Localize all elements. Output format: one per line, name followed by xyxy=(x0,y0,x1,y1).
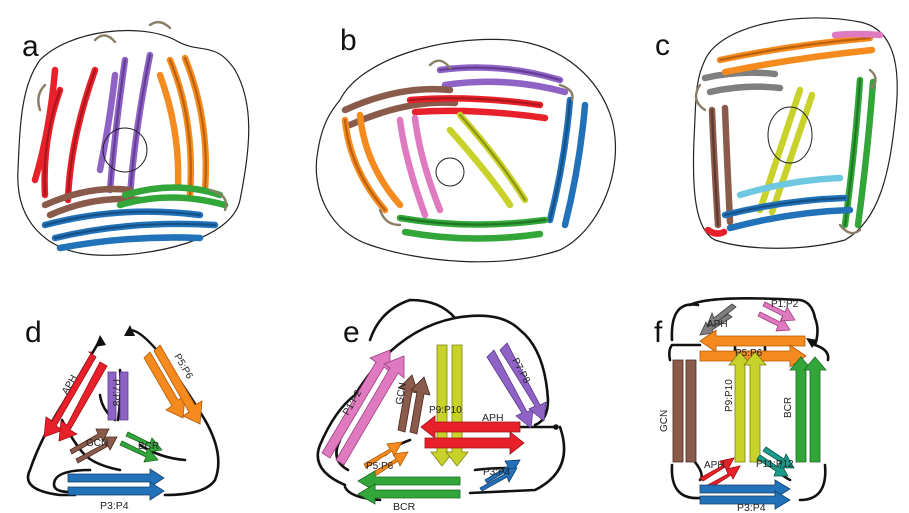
panel-letter-e: e xyxy=(343,316,360,349)
arrow-aph-e xyxy=(421,416,520,438)
panel-letter-d: d xyxy=(25,316,42,349)
panel-d: d APH P7:P8 P5:P6 xyxy=(25,316,218,512)
panel-b: b xyxy=(316,24,615,262)
panel-f: f xyxy=(654,298,828,513)
panel-letter-f: f xyxy=(654,316,663,349)
label-aph-e: APH xyxy=(482,412,504,424)
panel-letter-a: a xyxy=(22,30,39,63)
panel-e: e xyxy=(318,300,564,513)
label-p11p12-f: P11:P12 xyxy=(756,459,794,470)
panel-letter-b: b xyxy=(340,24,357,57)
label-p9p10-f: P9:P10 xyxy=(724,379,735,412)
panel-a: a xyxy=(18,22,249,255)
label-p7p8-d: P7:P8 xyxy=(110,379,121,407)
arrow-p9p10-f-2 xyxy=(744,352,766,462)
label-p3p4-f: P3:P4 xyxy=(737,502,766,513)
label-gcn-d: GCN xyxy=(86,438,108,449)
panel-f-arrows xyxy=(673,302,826,509)
label-bcr-f: BCR xyxy=(783,397,794,418)
label-p3p4-e: P3:P4 xyxy=(483,467,511,478)
arrow-gcn-f-2 xyxy=(686,360,696,462)
panel-c: c xyxy=(655,18,897,248)
arrow-bcr-f-2 xyxy=(804,357,826,462)
panel-c-helices xyxy=(696,34,880,234)
label-gcn-f: GCN xyxy=(659,410,670,432)
label-bcr-e: BCR xyxy=(393,501,416,513)
panel-letter-c: c xyxy=(655,29,670,62)
label-p1p2-f: P1:P2 xyxy=(771,299,799,310)
label-p5p6-f: P5:P6 xyxy=(735,348,763,359)
panel-b-helices xyxy=(345,61,585,239)
label-p3p4-d: P3:P4 xyxy=(100,500,129,512)
label-aph-top-f: APH xyxy=(707,319,728,330)
arrow-gcn-f xyxy=(673,360,683,462)
panel-d-chain-arrow-head-1 xyxy=(95,335,106,347)
label-bcr-d: BCR xyxy=(138,441,159,452)
panel-a-helices xyxy=(35,22,226,248)
label-aph-bottom-f: APH xyxy=(704,460,725,471)
label-p9p10-e: P9:P10 xyxy=(429,405,462,416)
label-p5p6-e: P5:P6 xyxy=(366,461,394,472)
panel-e-arrows xyxy=(322,343,546,504)
arrow-p3p4-d-2 xyxy=(68,482,164,500)
panel-e-chain-end xyxy=(553,424,559,430)
